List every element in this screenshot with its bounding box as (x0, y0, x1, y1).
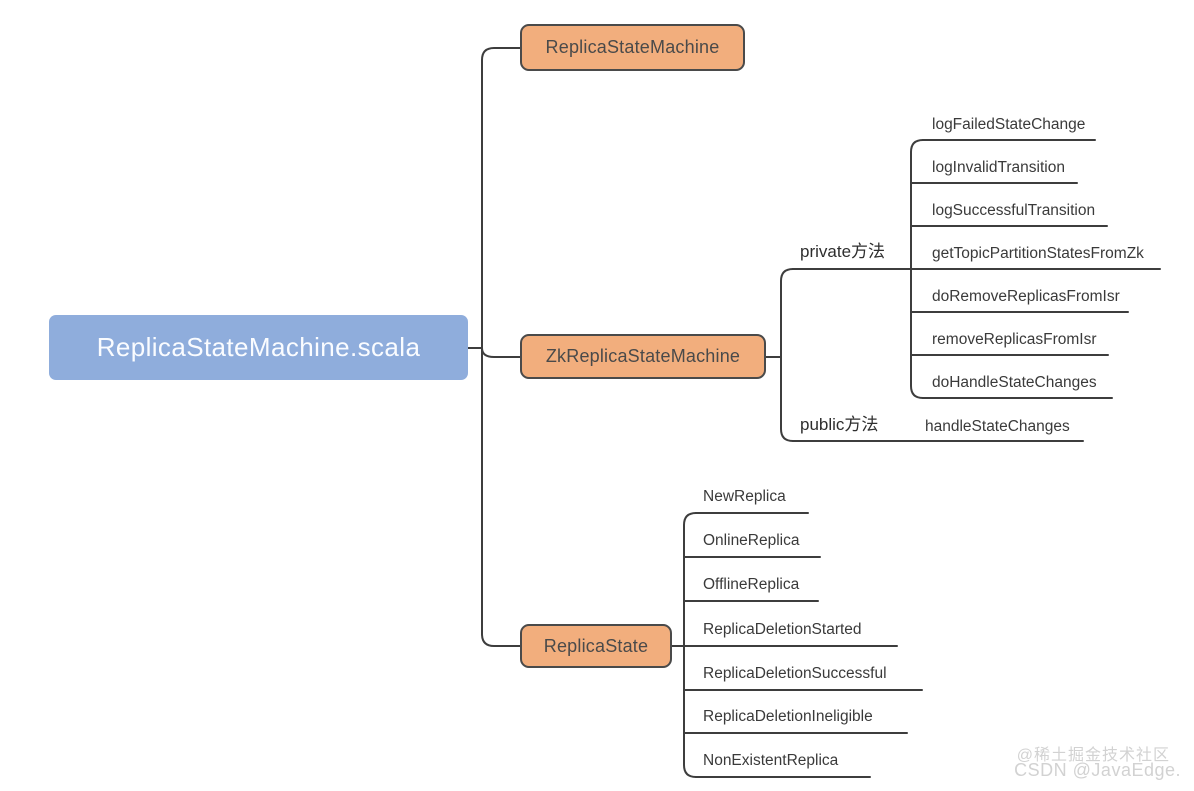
node-root[interactable]: ReplicaStateMachine.scala (49, 315, 468, 380)
node-zk-replica-state-machine[interactable]: ZkReplicaStateMachine (520, 334, 766, 379)
watermark-community: @稀土掘金技术社区 (1016, 747, 1170, 764)
edge-states-bracket (683, 512, 697, 778)
edge-trunk-top (481, 47, 521, 349)
method-leaf[interactable]: doRemoveReplicasFromIsr (932, 288, 1120, 305)
state-leaf[interactable]: NewReplica (703, 488, 786, 505)
node-replica-state-machine[interactable]: ReplicaStateMachine (520, 24, 745, 71)
state-leaf[interactable]: ReplicaDeletionStarted (703, 621, 862, 638)
method-leaf[interactable]: removeReplicasFromIsr (932, 331, 1097, 348)
method-leaf[interactable]: logFailedStateChange (932, 116, 1086, 133)
node-label: ReplicaStateMachine (545, 37, 720, 57)
state-leaf[interactable]: OnlineReplica (703, 532, 800, 549)
group-label-public-methods[interactable]: public方法 (800, 415, 879, 434)
state-leaf[interactable]: ReplicaDeletionSuccessful (703, 665, 887, 682)
edge-trunk-bottom (481, 347, 521, 647)
method-leaf[interactable]: doHandleStateChanges (932, 374, 1097, 391)
state-leaf[interactable]: ReplicaDeletionIneligible (703, 708, 873, 725)
node-label: ReplicaState (543, 635, 649, 656)
node-root-label: ReplicaStateMachine.scala (96, 332, 421, 362)
method-leaf[interactable]: getTopicPartitionStatesFromZk (932, 245, 1144, 262)
node-replica-state[interactable]: ReplicaState (520, 624, 672, 668)
method-leaf[interactable]: logInvalidTransition (932, 159, 1065, 176)
edge-methods-bracket (910, 139, 924, 399)
method-leaf[interactable]: handleStateChanges (925, 418, 1070, 435)
edge-zk-bracket (780, 268, 794, 442)
group-label-private-methods[interactable]: private方法 (800, 242, 886, 261)
edge-branch-zk (481, 347, 521, 358)
state-leaf[interactable]: NonExistentReplica (703, 752, 839, 769)
method-leaf[interactable]: logSuccessfulTransition (932, 202, 1096, 219)
watermark-csdn-author: CSDN @JavaEdge. (1014, 760, 1181, 780)
state-leaf[interactable]: OfflineReplica (703, 576, 800, 593)
node-label: ZkReplicaStateMachine (545, 346, 741, 366)
